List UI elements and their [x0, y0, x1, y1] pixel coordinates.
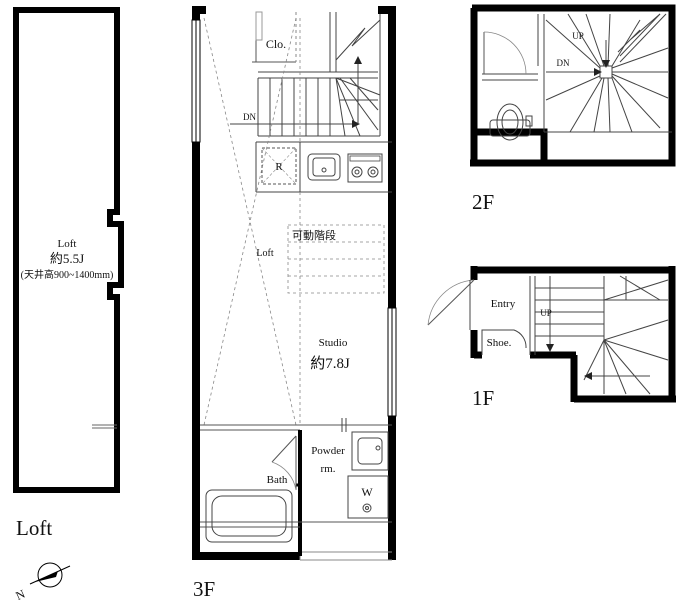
- floor3-studio-name: Studio: [319, 337, 348, 349]
- floor3-plan: Clo. DN: [191, 6, 397, 600]
- floor3-studio-size: 約7.8J: [310, 355, 350, 372]
- floor3-sink: [307, 153, 341, 181]
- floor2-dn-label: DN: [557, 58, 570, 68]
- floor3-vanity: [351, 431, 389, 471]
- loft-floor-title: Loft: [16, 516, 52, 540]
- floor1-shoe-label: Shoe.: [487, 337, 512, 349]
- loft-plan: Loft 約5.5J (天井高900~1400mm) Loft: [13, 7, 124, 540]
- floor3-fridge: [261, 147, 297, 185]
- loft-walls: [13, 7, 124, 493]
- floor2-staircase: [545, 13, 669, 133]
- compass: N: [13, 562, 71, 600]
- floor1-entry-label: Entry: [491, 298, 516, 310]
- floor2-plan: UP DN 2F: [470, 4, 676, 214]
- floor2-toilet: [489, 103, 533, 141]
- loft-room-size: 約5.5J: [50, 251, 84, 266]
- floor1-plan: Entry Shoe. UP 1F: [427, 266, 676, 410]
- floor2-floor-title: 2F: [472, 190, 494, 214]
- loft-ceiling-note: (天井高900~1400mm): [21, 268, 114, 281]
- floor3-dn-label: DN: [243, 112, 256, 122]
- floor3-washer: [347, 475, 389, 519]
- floor3-loft-outline: [203, 17, 301, 426]
- floor3-floor-title: 3F: [193, 577, 215, 600]
- compass-north: N: [13, 587, 27, 600]
- floor3-stove: [347, 153, 383, 183]
- floor3-loft-label: Loft: [256, 248, 273, 259]
- floor3-closet-label: Clo.: [266, 37, 286, 51]
- floor3-fridge-label: R: [275, 161, 283, 173]
- floor3-powder-line2: rm.: [321, 463, 336, 475]
- floor3-washer-label: W: [361, 485, 373, 499]
- floor1-floor-title: 1F: [472, 386, 494, 410]
- floor1-up-label: UP: [540, 308, 552, 318]
- floor2-up-label: UP: [572, 31, 584, 41]
- floor1-staircase: [535, 275, 669, 395]
- floor3-movable-stairs: [287, 224, 385, 294]
- floor3-staircase: [230, 12, 381, 137]
- floor3-bathtub: [205, 489, 293, 543]
- floor3-movable-stairs-label: 可動階段: [292, 228, 336, 242]
- floor3-bath-label: Bath: [267, 474, 288, 486]
- floor3-powder-line1: Powder: [311, 445, 345, 457]
- loft-room-name: Loft: [58, 238, 77, 250]
